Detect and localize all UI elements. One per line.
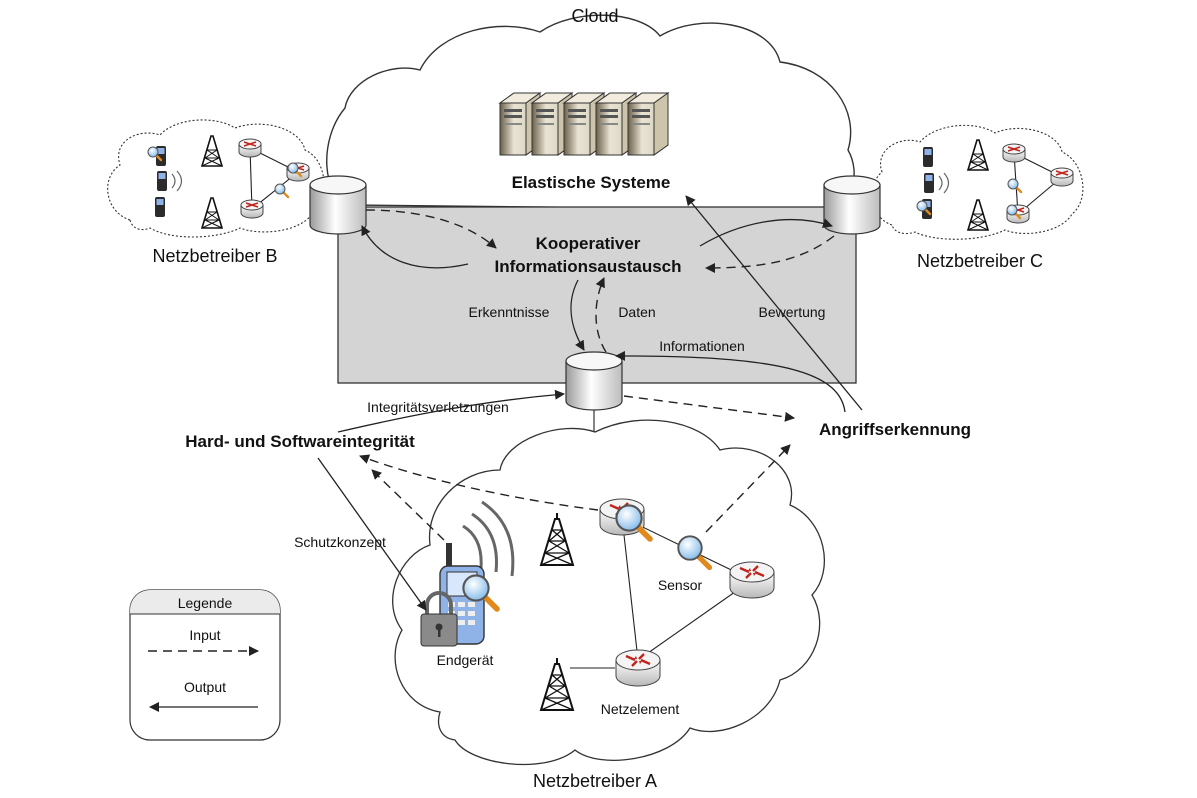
legend: Legende Input Output — [129, 589, 281, 741]
attack-detection-label: Angriffserkennung — [819, 420, 971, 439]
arrow-db-to-attack-detection — [623, 395, 795, 422]
operator-a-label: Netzbetreiber A — [533, 771, 657, 791]
legend-title: Legende — [178, 595, 233, 611]
rating-label: Bewertung — [759, 304, 826, 320]
information-label: Informationen — [659, 338, 745, 354]
elastic-systems-label: Elastische Systeme — [512, 173, 671, 192]
arrow-operator-b-to-exchange — [365, 209, 497, 249]
sensor-label: Sensor — [658, 577, 703, 593]
end-device-label: Endgerät — [437, 652, 494, 668]
arrow-findings — [570, 279, 585, 351]
operator-b-database-icon — [309, 175, 367, 235]
router-icon-right — [728, 560, 776, 600]
arrow-exchange-to-operator-c — [699, 218, 833, 247]
arrow-information — [615, 350, 846, 413]
operator-b-label: Netzbetreiber B — [152, 246, 277, 266]
network-element-router-icon — [614, 648, 662, 688]
padlock-icon — [420, 591, 458, 647]
data-label: Daten — [618, 304, 655, 320]
cloud-title: Cloud — [571, 6, 618, 26]
legend-output-label: Output — [184, 679, 226, 695]
exchange-title-line2: Informationsaustausch — [494, 257, 681, 276]
protection-concept-label: Schutzkonzept — [294, 534, 386, 550]
arrow-protection-concept — [317, 457, 427, 611]
operator-c-label: Netzbetreiber C — [917, 251, 1043, 271]
exchange-title-line1: Kooperativer — [536, 234, 641, 253]
arrow-data — [595, 277, 607, 353]
server-rack-icon — [499, 92, 669, 156]
operator-c-devices — [915, 139, 1074, 231]
arrow-phone-to-integrity — [371, 469, 445, 541]
operator-a-cloud — [392, 419, 825, 766]
arrow-router-to-integrity — [359, 454, 599, 511]
arrow-sensor-to-attack-detection — [705, 444, 791, 533]
legend-input-label: Input — [189, 627, 220, 643]
operator-b-devices — [146, 135, 310, 229]
main-database-icon — [565, 351, 623, 411]
integrity-label: Hard- und Softwareintegrität — [185, 432, 415, 451]
findings-label: Erkenntnisse — [469, 304, 550, 320]
operator-c-database-icon — [823, 175, 881, 235]
arrow-exchange-to-operator-b — [361, 225, 469, 269]
arrow-rating-to-cloud — [685, 195, 863, 411]
arrow-operator-c-to-exchange — [705, 235, 835, 273]
network-element-label: Netzelement — [601, 701, 680, 717]
arrow-integrity-violations — [337, 389, 565, 433]
integrity-violations-label: Integritätsverletzungen — [367, 399, 509, 415]
